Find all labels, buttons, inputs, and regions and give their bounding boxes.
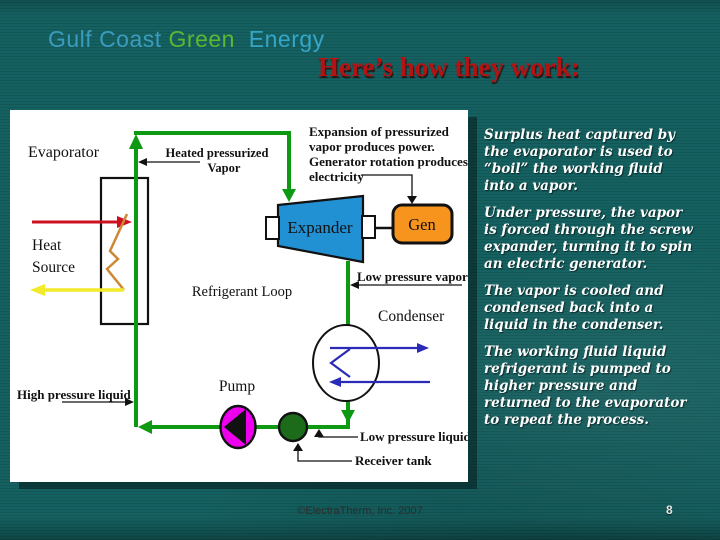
low-pressure-vapor-label: Low pressure vapor xyxy=(357,269,468,284)
expansion-note-line3: Generator rotation produces xyxy=(309,154,468,169)
generator-box xyxy=(391,203,454,245)
refrigerant-loop-top-line xyxy=(134,131,291,196)
high-pressure-arrow xyxy=(125,398,134,406)
bullet-evaporator: Surplus heat captured by the evaporator … xyxy=(484,127,676,194)
page-number: 8 xyxy=(666,503,673,517)
receiver-tank-label: Receiver tank xyxy=(355,453,432,468)
receiver-tank-arrow xyxy=(293,443,303,451)
orc-cycle-diagram: Evaporator Heated pressurized Vapor Expa… xyxy=(10,110,468,482)
expander-inlet-arrow xyxy=(282,189,296,202)
logo-energy: Energy xyxy=(248,26,325,52)
description-text: Surplus heat captured by the evaporator … xyxy=(484,127,696,439)
expansion-note-line2: vapor produces power. xyxy=(309,139,435,154)
expander-right-shaft xyxy=(361,215,376,239)
low-pressure-liquid-label: Low pressure liquid xyxy=(360,429,468,444)
condenser-label: Condenser xyxy=(378,308,445,325)
low-pressure-vapor-arrow xyxy=(350,281,359,289)
bullet-pump: The working fluid liquid refrigerant is … xyxy=(484,344,687,428)
logo-green: Green xyxy=(168,26,235,52)
high-pressure-liquid-label: High pressure liquid xyxy=(17,387,131,402)
copyright-text: ©ElectraTherm, Inc. 2007 xyxy=(297,505,423,517)
condenser-flow-top-arrow xyxy=(417,343,429,353)
heat-source-label-line1: Heat xyxy=(32,237,62,254)
evaporator-coil xyxy=(105,213,129,291)
condenser-down-arrow xyxy=(341,410,355,423)
heat-source-label-line2: Source xyxy=(32,259,75,276)
expander-left-shaft xyxy=(265,216,280,240)
heated-pressurized-label-line2: Vapor xyxy=(208,161,241,175)
low-pressure-liquid-arrow xyxy=(314,429,324,437)
heat-out-arrow xyxy=(30,284,45,296)
low-pressure-liquid-leader-line xyxy=(318,433,358,438)
evaporator-label: Evaporator xyxy=(28,144,100,161)
bullet-condenser: The vapor is cooled and condensed back i… xyxy=(484,283,664,333)
expander-label: Expander xyxy=(287,218,352,237)
heated-pressurized-label-line1: Heated pressurized xyxy=(166,146,269,160)
vapor-up-arrow xyxy=(129,134,143,149)
pump-impeller-triangle xyxy=(224,409,246,445)
refrigerant-loop-label: Refrigerant Loop xyxy=(192,284,292,300)
bullet-expander: Under pressure, the vapor is forced thro… xyxy=(484,205,693,272)
company-logo: Gulf Coast Green Energy xyxy=(48,26,325,53)
condenser-flow-bottom-arrow xyxy=(329,377,341,387)
condenser-shape xyxy=(312,324,380,402)
pump-label: Pump xyxy=(219,378,255,395)
expansion-note-line1: Expansion of pressurized xyxy=(309,124,450,139)
condenser-coil xyxy=(329,348,351,378)
pump-outlet-arrow xyxy=(138,420,152,434)
slide-title: Here’s how they work: xyxy=(318,52,580,82)
generator-label: Gen xyxy=(408,215,436,234)
electricity-leader-line xyxy=(361,174,413,200)
expansion-note-line4: electricity xyxy=(309,169,364,184)
electricity-arrow xyxy=(407,196,417,204)
evaporator-vessel xyxy=(99,176,150,326)
receiver-tank-leader-line xyxy=(297,447,352,462)
receiver-tank-shape xyxy=(277,411,309,443)
logo-gulf-coast: Gulf Coast xyxy=(48,26,162,52)
heated-vapor-arrow xyxy=(138,158,147,166)
